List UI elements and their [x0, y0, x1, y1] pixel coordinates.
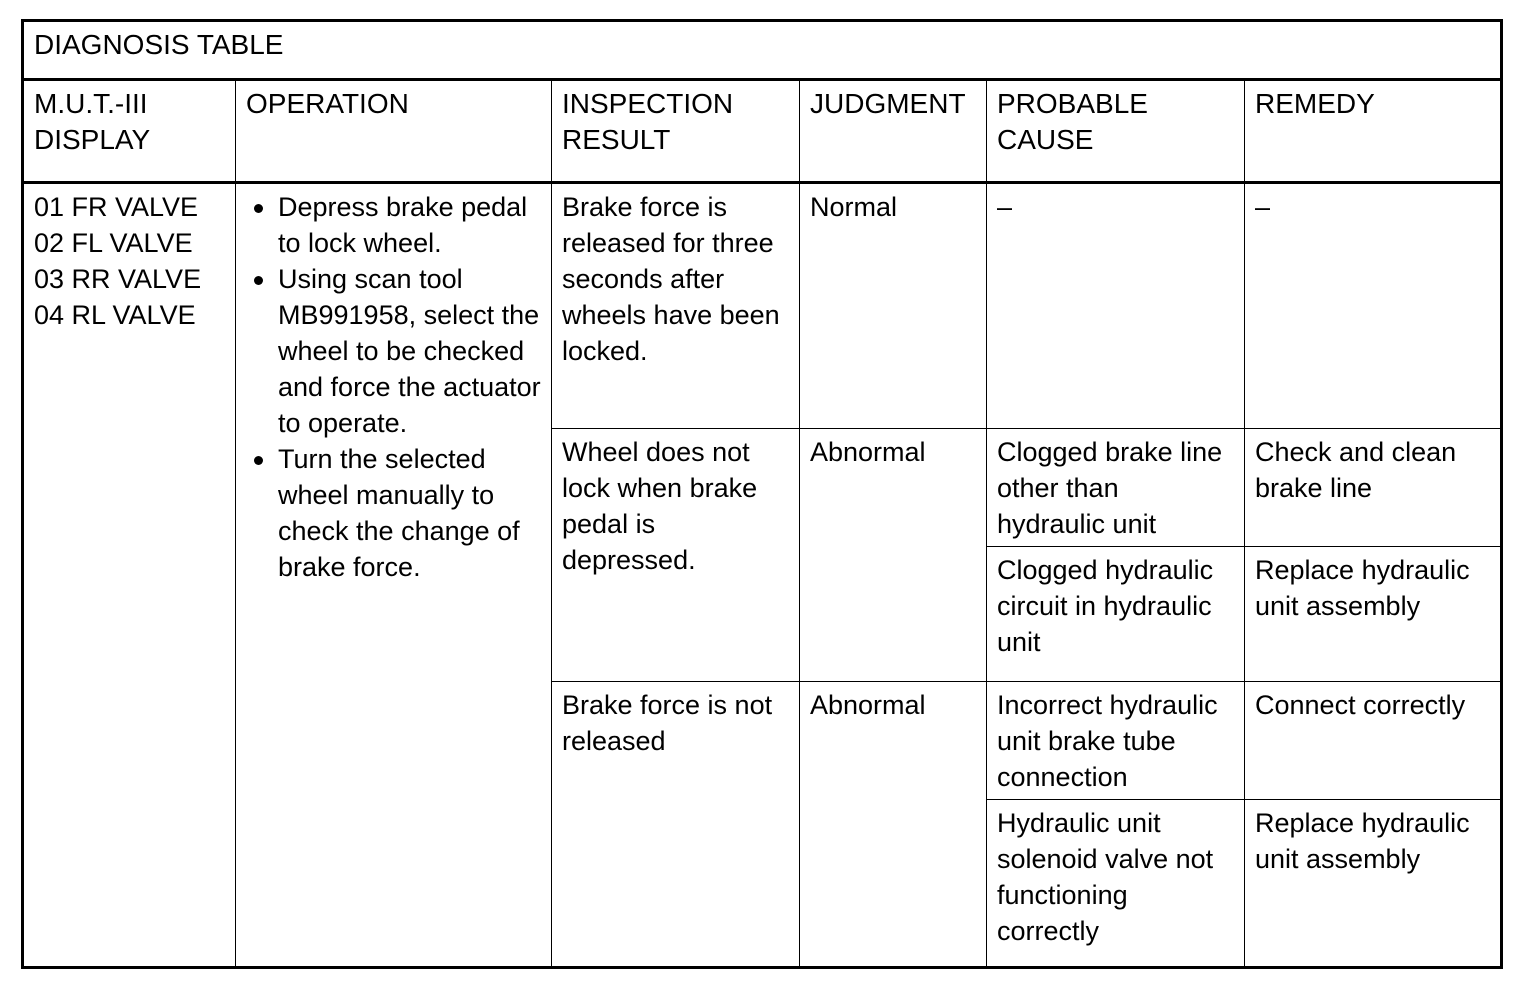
status-badge: Normal	[810, 192, 898, 222]
column-header-inspection-result: INSPECTION RESULT	[551, 79, 800, 184]
mut-display-item: 03 RR VALVE	[34, 264, 202, 294]
page-title: DIAGNOSIS TABLE	[34, 29, 284, 60]
cell-inspection-result: Brake force is not released	[551, 681, 800, 968]
table-row: Brake force is not released Abnormal Inc…	[23, 681, 1503, 968]
empty-dash: –	[1255, 192, 1271, 222]
table-title-row: DIAGNOSIS TABLE	[22, 20, 1502, 81]
status-badge: Abnormal	[810, 437, 926, 467]
column-header-operation: OPERATION	[235, 79, 552, 184]
mut-display-item: 01 FR VALVE	[34, 192, 199, 222]
table-header-row: M.U.T.-III DISPLAY OPERATION INSPECTION …	[22, 79, 1503, 184]
cell-probable-cause: Clogged brake line other than hydraulic …	[986, 428, 1245, 547]
list-item: Depress brake pedal to lock wheel.	[254, 189, 541, 261]
cell-remedy: –	[1243, 182, 1503, 429]
cell-operation: Depress brake pedal to lock wheel. Using…	[235, 182, 552, 968]
column-header-remedy: REMEDY	[1243, 79, 1503, 184]
cell-inspection-result: Wheel does not lock when brake pedal is …	[551, 428, 800, 682]
column-header-probable-cause: PROBABLE CAUSE	[986, 79, 1245, 184]
operation-bullet-list: Depress brake pedal to lock wheel. Using…	[246, 189, 541, 585]
column-header-judgment: JUDGMENT	[799, 79, 987, 184]
cell-probable-cause: Clogged hydraulic circuit in hydraulic u…	[986, 546, 1245, 682]
status-badge: Abnormal	[810, 690, 926, 720]
empty-dash: –	[997, 192, 1013, 222]
cell-judgment: Abnormal	[799, 428, 987, 682]
mut-display-item: 02 FL VALVE	[34, 228, 193, 258]
cell-judgment: Abnormal	[799, 681, 987, 968]
table-row: Hydraulic unit solenoid valve not functi…	[23, 799, 1503, 968]
cell-remedy: Replace hydraulic unit assembly	[1243, 799, 1503, 968]
cell-probable-cause: –	[986, 182, 1245, 429]
cell-probable-cause: Incorrect hydraulic unit brake tube conn…	[986, 681, 1245, 800]
table-title-cell: DIAGNOSIS TABLE	[22, 20, 1502, 81]
cell-remedy: Replace hydraulic unit assembly	[1243, 546, 1503, 682]
table-row: Wheel does not lock when brake pedal is …	[23, 428, 1503, 682]
column-header-mut-display: M.U.T.-III DISPLAY	[22, 79, 236, 184]
cell-remedy: Connect correctly	[1243, 681, 1503, 800]
cell-judgment: Normal	[799, 182, 987, 429]
cell-probable-cause: Hydraulic unit solenoid valve not functi…	[986, 799, 1245, 968]
table-row: 01 FR VALVE 02 FL VALVE 03 RR VALVE 04 R…	[22, 182, 1503, 968]
mut-display-item: 04 RL VALVE	[34, 300, 196, 330]
diagnosis-table: DIAGNOSIS TABLE M.U.T.-III DISPLAY OPERA…	[21, 19, 1504, 969]
cell-inspection-result: Brake force is released for three second…	[551, 182, 800, 429]
list-item: Turn the selected wheel manually to chec…	[254, 441, 541, 585]
cell-remedy: Check and clean brake line	[1243, 428, 1503, 547]
cell-mut-display: 01 FR VALVE 02 FL VALVE 03 RR VALVE 04 R…	[22, 182, 236, 968]
table-row: Clogged hydraulic circuit in hydraulic u…	[23, 546, 1503, 682]
list-item: Using scan tool MB991958, select the whe…	[254, 261, 541, 441]
